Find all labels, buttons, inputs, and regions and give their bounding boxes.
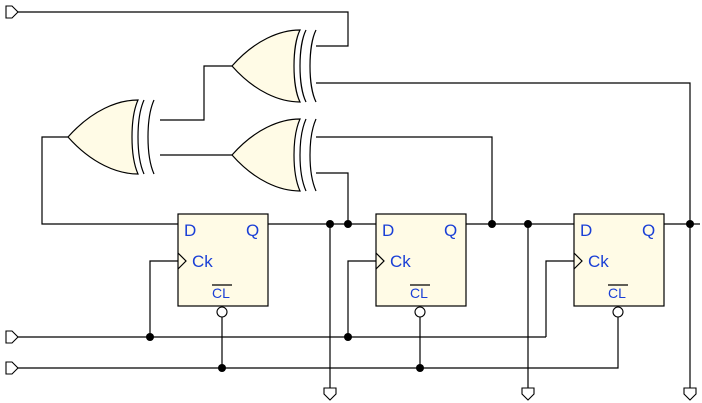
output-terminal-q1[interactable]: [323, 387, 337, 401]
junction-dot: [416, 364, 424, 372]
ff1-q-label: Q: [246, 221, 259, 240]
wire-q1-to-midxor: [316, 172, 349, 224]
junction-dot: [524, 220, 532, 228]
flip-flop-3: D Q Ck CL: [573, 213, 665, 318]
ff1-clear-label: CL: [212, 285, 230, 301]
wire-clk-ff1: [149, 260, 178, 337]
ff1-clear-bubble: [216, 306, 228, 318]
input-terminals: [5, 5, 19, 375]
ff1-clk-label: Ck: [192, 252, 213, 271]
junction-dot: [218, 364, 226, 372]
input-terminal-top[interactable]: [5, 5, 19, 19]
ff2-clk-label: Ck: [390, 252, 411, 271]
output-terminal-q3[interactable]: [683, 387, 697, 401]
ff3-d-label: D: [580, 221, 592, 240]
output-terminal-q2[interactable]: [521, 387, 535, 401]
junction-dot: [686, 220, 694, 228]
wire-clk-ff2: [347, 260, 376, 337]
xor-gate-left: [67, 99, 155, 175]
wire-leftxor-to-d1: [41, 136, 178, 225]
ff3-q-label: Q: [642, 221, 655, 240]
flip-flop-2: D Q Ck CL: [375, 213, 467, 318]
flip-flop-1: D Q Ck CL: [177, 213, 269, 318]
ff2-d-label: D: [382, 221, 394, 240]
junction-dot: [326, 220, 334, 228]
xor-gate-top: [231, 29, 317, 103]
wire-q3-feedback: [316, 82, 691, 388]
wire-q2-to-midxor: [316, 136, 493, 224]
junction-dot: [344, 220, 352, 228]
ff2-q-label: Q: [444, 221, 457, 240]
wire-topxor-out: [160, 65, 232, 121]
junction-dot: [146, 333, 154, 341]
ff2-clear-label: CL: [410, 285, 428, 301]
ff3-clear-label: CL: [608, 285, 626, 301]
wire-clk-ff3: [545, 260, 574, 337]
wire-top-input: [18, 11, 349, 47]
ff2-clear-bubble: [414, 306, 426, 318]
ff1-d-label: D: [184, 221, 196, 240]
input-terminal-clock[interactable]: [5, 330, 19, 344]
output-terminals: [323, 387, 697, 401]
ff3-clear-bubble: [612, 306, 624, 318]
junction-dots: [146, 220, 694, 372]
xor-gate-middle: [231, 118, 317, 192]
input-terminal-clear[interactable]: [5, 361, 19, 375]
ff3-clk-label: Ck: [588, 252, 609, 271]
junction-dot: [488, 220, 496, 228]
junction-dot: [344, 333, 352, 341]
wires: [18, 11, 700, 388]
